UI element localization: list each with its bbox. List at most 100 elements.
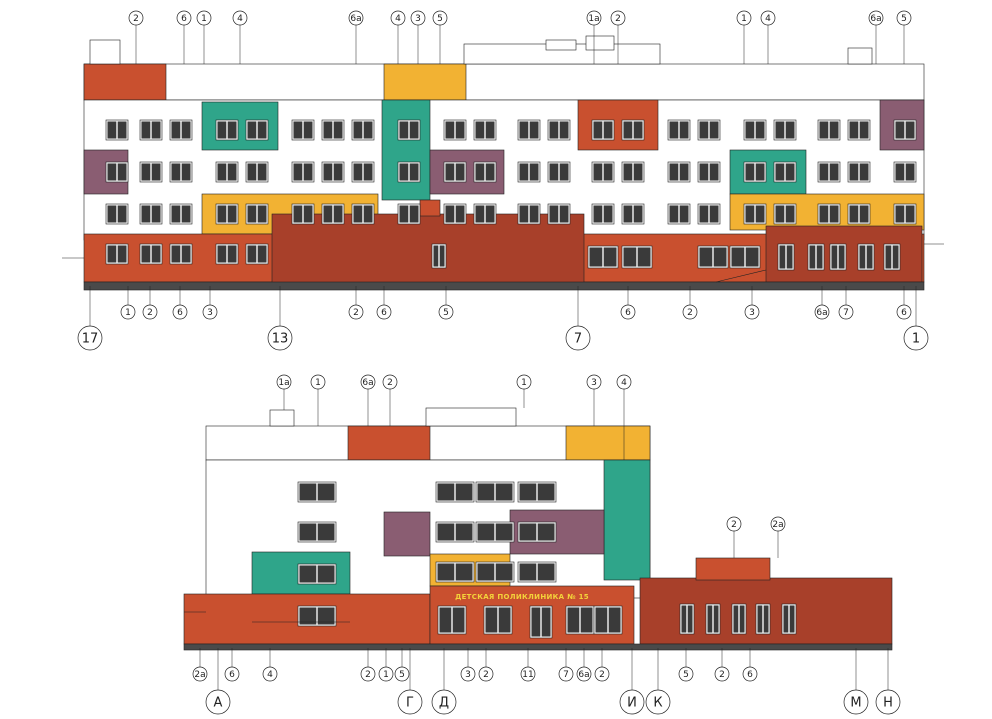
callout-circle [390, 10, 406, 26]
window-pane [775, 205, 785, 223]
callout-circle [645, 689, 671, 715]
window-pane [786, 245, 793, 269]
callout-top: 6а [348, 10, 364, 64]
callout-top: 2 [726, 516, 742, 558]
axis-marker: 7 [565, 286, 591, 351]
callout-circle [770, 516, 786, 532]
callout-bottom: 6а [576, 648, 592, 682]
window [667, 203, 691, 225]
window-pane [905, 205, 915, 223]
window-pane [363, 205, 373, 223]
window [517, 561, 557, 583]
callout-top: 6а [868, 10, 884, 64]
window-pane [445, 205, 455, 223]
callout-label: 2 [353, 308, 359, 318]
window [517, 203, 541, 225]
window [743, 203, 767, 225]
callout-circle [619, 689, 645, 715]
window-pane [293, 163, 303, 181]
window [169, 203, 193, 225]
window-pane [151, 163, 161, 181]
window-pane [117, 205, 127, 223]
window-pane [713, 247, 727, 267]
window [297, 605, 337, 627]
window [547, 119, 571, 141]
callout-bottom: 6 [896, 286, 912, 320]
window [443, 203, 467, 225]
window-pane [433, 245, 439, 267]
callout-label: А [214, 696, 223, 711]
axis-marker: М [843, 648, 869, 715]
window-pane [866, 245, 873, 269]
callout-circle [224, 666, 240, 682]
window-pane [895, 205, 905, 223]
window [621, 119, 645, 141]
callout-bottom: 3 [460, 648, 476, 682]
window-pane [171, 121, 181, 139]
callout-label: 13 [272, 332, 289, 347]
window-pane [709, 205, 719, 223]
window-pane [669, 163, 679, 181]
window-pane [559, 205, 569, 223]
clinic-sign: ДЕТСКАЯ ПОЛИКЛИНИКА № 15 [455, 593, 589, 601]
window-pane [317, 483, 335, 501]
callout-bottom: 2 [594, 648, 610, 682]
callout-circle [205, 689, 231, 715]
window-pane [849, 121, 859, 139]
window-pane [859, 205, 869, 223]
window [755, 603, 771, 635]
window [773, 203, 797, 225]
callout-label: 5 [901, 14, 907, 24]
callout-circle [843, 689, 869, 715]
callout-circle [460, 666, 476, 682]
ramp-railing [715, 269, 767, 283]
window [475, 481, 515, 503]
callout-label: 4 [267, 670, 273, 680]
callout-label: 11 [522, 670, 533, 680]
window-pane [141, 205, 151, 223]
callout-bottom: 2 [360, 648, 376, 682]
window [297, 521, 337, 543]
callout-top: 3 [586, 374, 602, 426]
window [777, 243, 795, 271]
window [105, 243, 129, 265]
window [591, 161, 615, 183]
upper-elevation [62, 35, 944, 291]
callout-circle [378, 666, 394, 682]
callout-circle [814, 304, 830, 320]
callout-bottom: 6 [742, 648, 758, 682]
roof-exit [269, 409, 295, 427]
callout-circle [310, 374, 326, 390]
window-pane [247, 121, 257, 139]
window [697, 161, 721, 183]
callout-circle [875, 689, 901, 715]
callout-circle [262, 666, 278, 682]
window-pane [247, 205, 257, 223]
window-pane [745, 205, 755, 223]
callout-circle [376, 304, 392, 320]
window-pane [437, 523, 455, 541]
callout-circle [610, 10, 626, 26]
window-pane [151, 245, 161, 263]
window-pane [905, 121, 915, 139]
callout-label: 2 [483, 670, 489, 680]
window-pane [409, 205, 419, 223]
window-pane [257, 205, 267, 223]
window-pane [623, 163, 633, 181]
callout-circle [382, 374, 398, 390]
window-pane [257, 121, 267, 139]
window-pane [529, 163, 539, 181]
window-pane [107, 121, 117, 139]
callout-label: К [653, 696, 662, 711]
callout-top: 4 [390, 10, 406, 64]
callout-label: 1 [521, 378, 527, 388]
window-pane [783, 605, 789, 633]
window [245, 243, 269, 265]
window [431, 243, 447, 269]
window-pane [439, 607, 452, 633]
window-pane [819, 205, 829, 223]
window-pane [537, 523, 555, 541]
window-pane [485, 121, 495, 139]
window [475, 521, 515, 543]
